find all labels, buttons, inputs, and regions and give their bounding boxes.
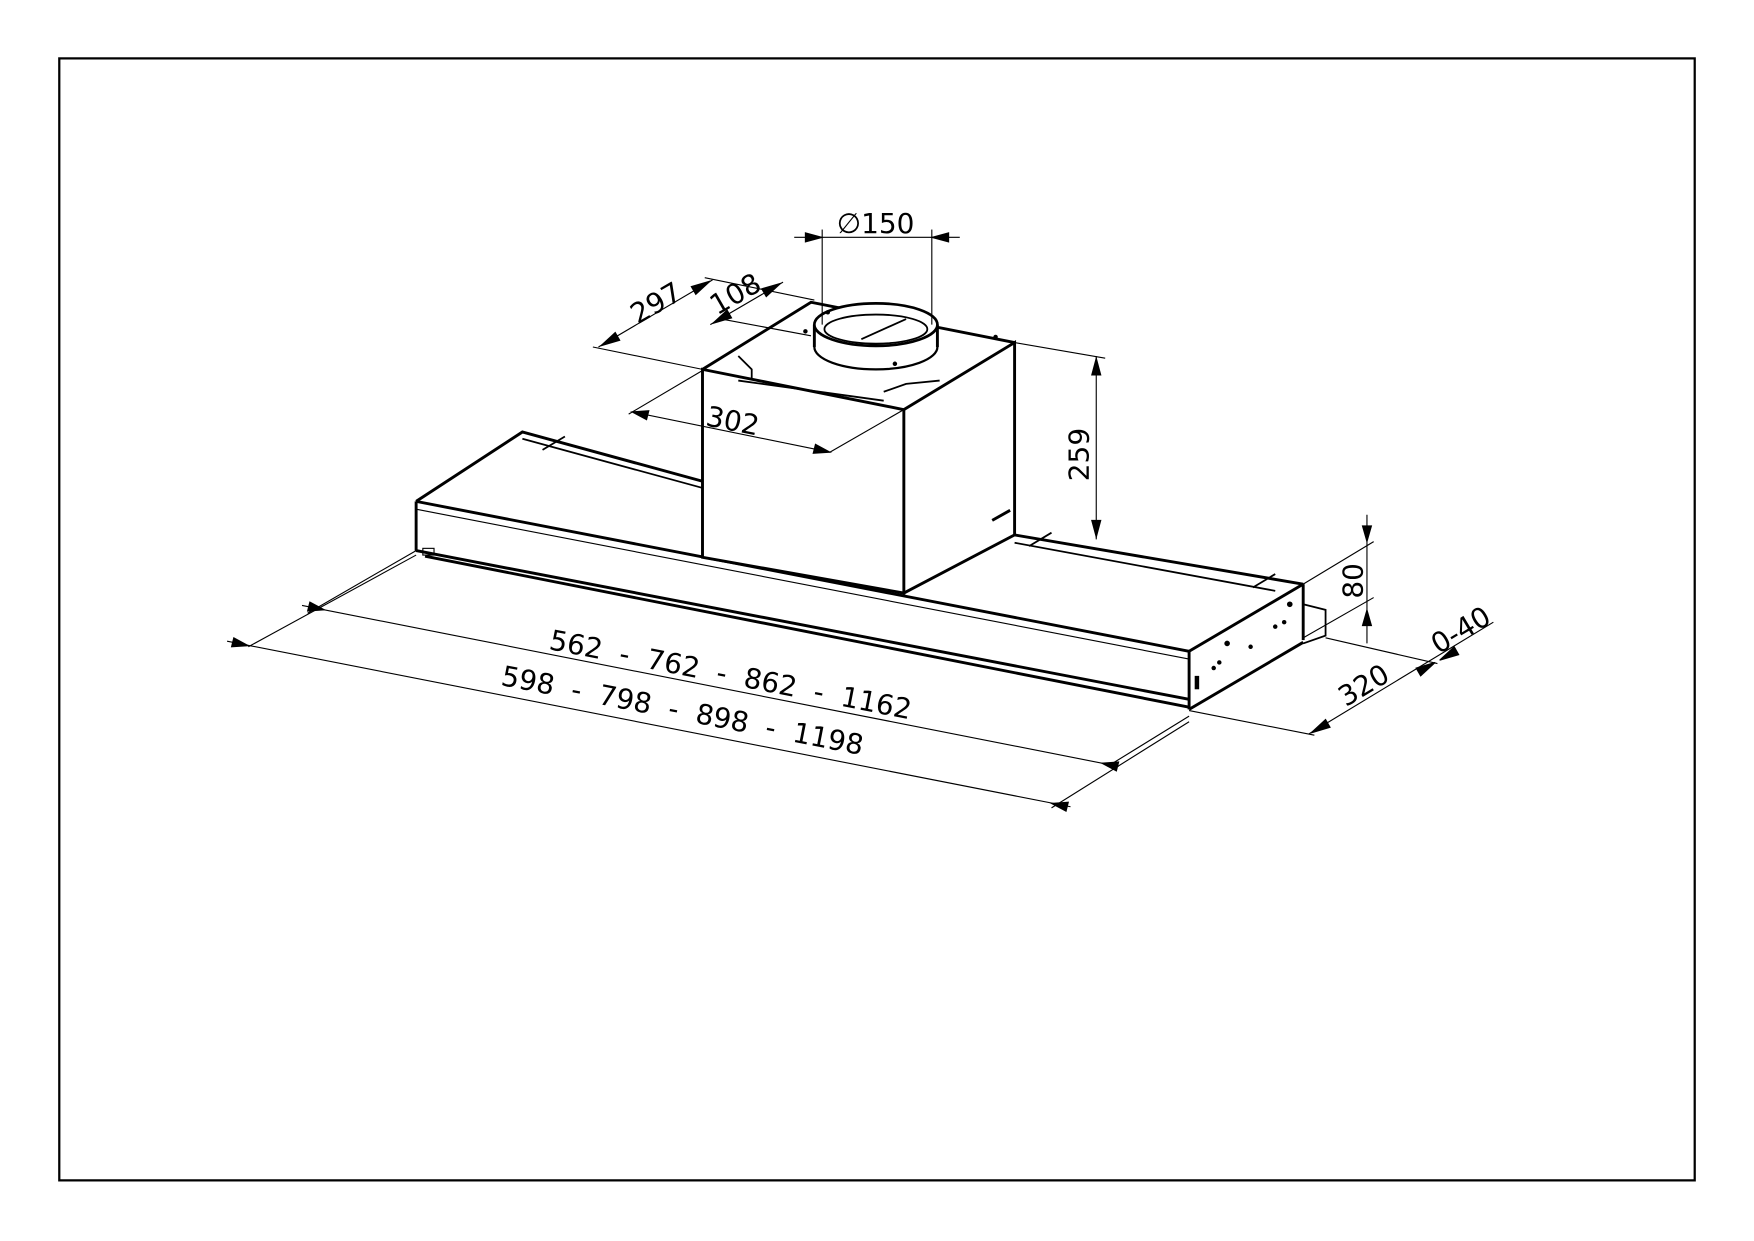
dim-259: 259 <box>1062 428 1095 481</box>
dimension-labels: ∅150 297 108 302 259 80 320 0-40 562 - 7… <box>499 207 1497 762</box>
dim-320: 320 <box>1332 657 1395 713</box>
motor-box <box>701 300 1017 595</box>
duct-collar <box>803 302 998 371</box>
dimension-lines <box>226 229 1494 813</box>
dim-duct-diameter: ∅150 <box>837 207 915 240</box>
dim-297: 297 <box>625 275 688 330</box>
dim-80: 80 <box>1336 563 1369 599</box>
dim-108: 108 <box>704 266 767 321</box>
dim-0-40: 0-40 <box>1425 600 1496 661</box>
drawing-frame <box>58 57 1696 1182</box>
